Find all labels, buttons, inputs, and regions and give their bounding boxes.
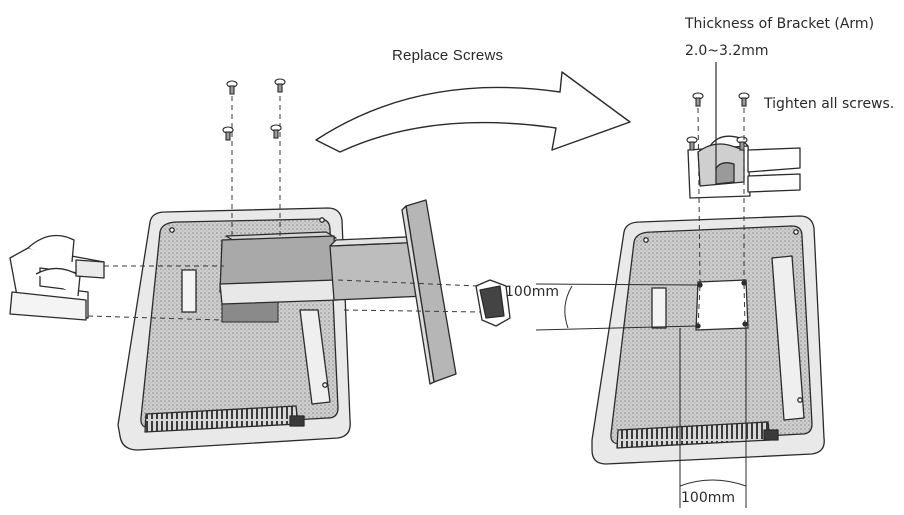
left-monitor-connector — [289, 415, 305, 427]
right-monitor-connector — [763, 429, 779, 441]
screw-right-top-a — [692, 92, 704, 107]
right-screws — [686, 92, 750, 151]
left-monitor-label-slot — [181, 269, 197, 313]
replace-arrow — [315, 71, 631, 153]
alignment-dash-lines-right — [697, 107, 746, 327]
stand-assembly — [219, 199, 457, 385]
removed-hinge-clamp — [9, 234, 105, 321]
right-monitor-back-panel — [610, 225, 813, 445]
right-monitor — [591, 215, 825, 465]
screw-left-top-a — [226, 80, 238, 95]
screw-right-top-b — [738, 92, 750, 107]
bracket-thickness-label: Thickness of Bracket (Arm) — [685, 16, 875, 32]
left-monitor-right-bevel — [299, 309, 331, 405]
screw-left-top-b — [274, 78, 286, 93]
vertical-dimension — [535, 283, 701, 331]
right-monitor-right-bevel — [771, 255, 805, 421]
replace-screws-label: Replace Screws — [392, 47, 504, 64]
screw-left-mid-a — [222, 126, 234, 141]
vesa-cover-cap — [475, 279, 511, 327]
left-screws — [222, 78, 286, 141]
bracket-range-label: 2.0~3.2mm — [685, 43, 769, 59]
mounting-bracket — [687, 135, 801, 199]
vesa-mount-area — [695, 279, 749, 331]
tighten-screws-label: Tighten all screws. — [764, 96, 895, 112]
screw-right-mid-a — [686, 136, 698, 151]
stand-hinge-plate — [219, 279, 339, 305]
horizontal-spacing-label: 100mm — [681, 490, 735, 506]
right-monitor-label-slot — [651, 287, 667, 329]
alignment-dash-lines-left — [87, 96, 481, 321]
screw-left-mid-b — [270, 124, 282, 139]
vertical-spacing-label: 100mm — [505, 284, 559, 300]
horizontal-dimension — [679, 326, 747, 508]
